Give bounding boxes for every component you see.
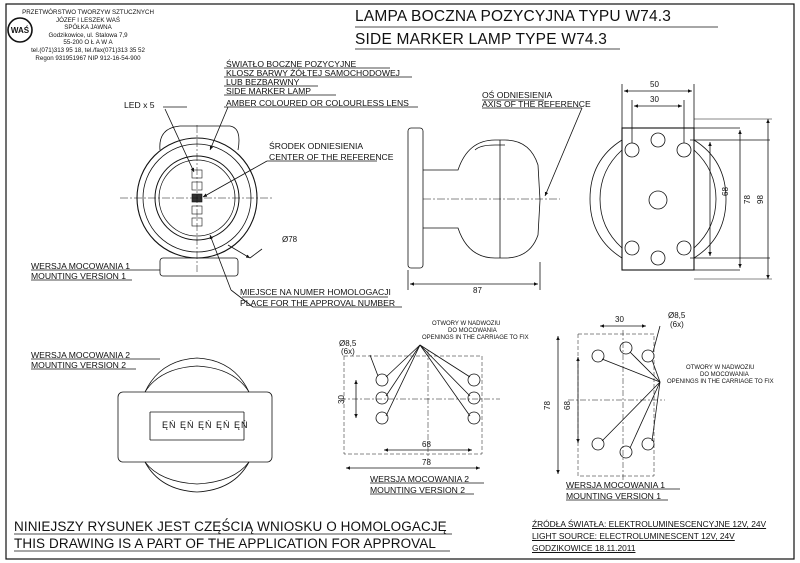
approval-label-english: PLACE FOR THE APPROVAL NUMBER: [240, 298, 396, 308]
front-view-1: [120, 125, 274, 277]
hole1-caption-english: MOUNTING VERSION 1: [566, 491, 662, 501]
hole1-openings-2: DO MOCOWANIA: [700, 372, 749, 378]
rear-height-outer: 98: [756, 195, 765, 204]
footer-note-english: THIS DRAWING IS A PART OF THE APPLICATIO…: [14, 536, 436, 551]
footer-note-polish: NINIEJSZY RYSUNEK JEST CZĘŚCIĄ WNIOSKU O…: [14, 519, 447, 534]
hole1-dim-78: 78: [543, 401, 552, 410]
hole2-diameter: Ø8,5: [339, 339, 357, 348]
hole2-dim-30: 30: [337, 395, 346, 404]
hole2-dim-68: 68: [422, 440, 431, 449]
front-view-2: [117, 357, 273, 493]
hole-plan-1: [556, 324, 665, 482]
hole-plan-2: [340, 344, 500, 470]
title-english: SIDE MARKER LAMP TYPE W74.3: [355, 31, 608, 48]
hole2-openings-1: OTWORY W NADWOZIU: [432, 321, 501, 327]
hole1-dim-30: 30: [615, 315, 624, 324]
company-line: 55-200 O Ł A W A: [63, 39, 113, 47]
rear-width-outer: 50: [650, 80, 659, 89]
frame-border: [5, 3, 795, 560]
hole2-count: (6x): [341, 347, 355, 356]
axis-label-polish: OŚ ODNIESIENIA: [482, 90, 553, 100]
rear-height-inner: 68: [721, 187, 730, 196]
hole2-openings-3: OPENINGS IN THE CARRIAGE TO FIX: [422, 335, 529, 341]
diameter-dimension: Ø78: [282, 235, 298, 244]
company-logo: WAŚ: [7, 17, 33, 43]
mounting-v2-polish: WERSJA MOCOWANIA 2: [31, 350, 130, 360]
lens-line-5: AMBER COLOURED OR COLOURLESS LENS: [226, 98, 409, 108]
drawing-date: GODZIKOWICE 18.11.2011: [532, 543, 636, 553]
lens-line-4: SIDE MARKER LAMP: [226, 86, 312, 96]
hole1-diameter: Ø8,5: [668, 311, 686, 320]
hole1-openings-1: OTWORY W NADWOZIU: [686, 365, 755, 371]
hole2-dim-78: 78: [422, 458, 431, 467]
hole2-caption-polish: WERSJA MOCOWANIA 2: [370, 474, 469, 484]
company-line: Godzikowice, ul. Stalowa 7,9: [48, 31, 128, 39]
center-label-english: CENTER OF THE REFERENCE: [269, 152, 394, 162]
title-polish: LAMPA BOCZNA POZYCYJNA TYPU W74.3: [355, 8, 672, 25]
hole1-caption-polish: WERSJA MOCOWANIA 1: [566, 480, 665, 490]
mounting-v1-polish: WERSJA MOCOWANIA 1: [31, 261, 130, 271]
company-line: SPÓŁKA JAWNA: [64, 24, 112, 32]
approval-label-polish: MIEJSCE NA NUMER HOMOLOGACJI: [240, 287, 391, 297]
logo-text: WAŚ: [11, 26, 30, 35]
company-line: JÓZEF I LESZEK WAŚ: [55, 16, 121, 24]
hole1-openings-3: OPENINGS IN THE CARRIAGE TO FIX: [667, 379, 774, 385]
lens-line-3: LUB BEZBARWNY: [226, 77, 300, 87]
mounting-v1-english: MOUNTING VERSION 1: [31, 271, 127, 281]
light-source-english: LIGHT SOURCE: ELECTROLUMINESCENT 12V, 24…: [532, 531, 735, 541]
light-source-polish: ŹRÓDŁA ŚWIATŁA: ELEKTROLUMINESCENCYJNE 1…: [532, 519, 767, 529]
mounting-v2-english: MOUNTING VERSION 2: [31, 360, 127, 370]
lens-line-1: ŚWIATŁO BOCZNE POZYCYJNE: [226, 59, 357, 69]
hole1-count: (6x): [670, 320, 684, 329]
hole2-caption-english: MOUNTING VERSION 2: [370, 485, 466, 495]
depth-dimension: 87: [473, 286, 482, 295]
lens-line-2: KLOSZ BARWY ŻÓŁTEJ SAMOCHODOWEJ: [226, 68, 400, 78]
company-line: PRZETWÓRSTWO TWORZYW SZTUCZNYCH: [22, 9, 154, 16]
rear-height-mid: 78: [743, 195, 752, 204]
side-view: [407, 107, 583, 290]
company-info: PRZETWÓRSTWO TWORZYW SZTUCZNYCH JÓZEF I …: [22, 9, 154, 62]
center-label-polish: ŚRODEK ODNIESIENIA: [269, 141, 364, 151]
company-line: tel.(071)313 95 18, tel./fax(071)313 35 …: [31, 46, 145, 54]
lens-code: ĘŃ ĘŃ ĘŃ ĘŃ ĘŃ: [162, 420, 249, 430]
rear-width-inner: 30: [650, 95, 659, 104]
axis-label-english: AXIS OF THE REFERENCE: [482, 99, 591, 109]
hole1-dim-68: 68: [563, 401, 572, 410]
company-line: Regon 931951967 NIP 912-16-54-900: [35, 54, 141, 62]
led-count-label: LED x 5: [124, 100, 155, 110]
rear-view: [589, 84, 772, 280]
hole2-openings-2: DO MOCOWANIA: [448, 328, 497, 334]
